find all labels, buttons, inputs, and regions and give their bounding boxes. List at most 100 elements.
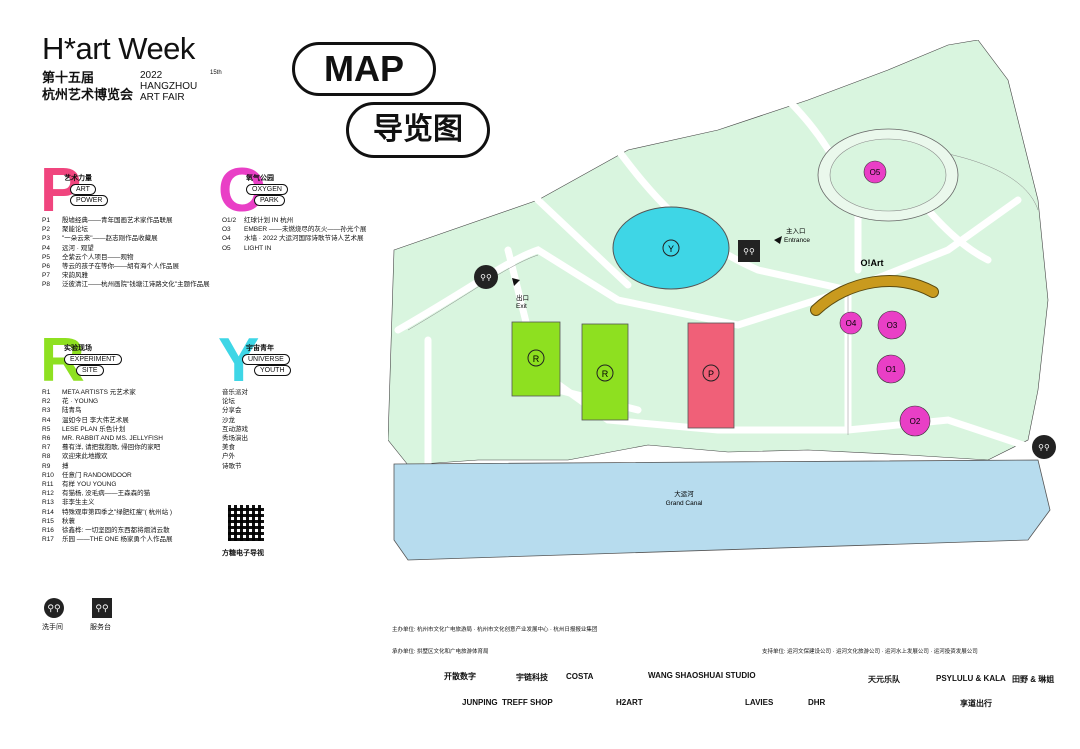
zone-o-item-code: O4 xyxy=(222,235,231,243)
zone-r-item-text: 陆青鸟 xyxy=(62,407,82,415)
zone-y-item: 沙龙 xyxy=(222,416,248,425)
zone-r-item-code: R5 xyxy=(42,425,51,433)
zone-r-item: R6 MR. RABBIT AND MS. JELLYFISH xyxy=(42,434,173,443)
zone-r-item-text: 温如今日 李大伟艺术展 xyxy=(62,416,129,424)
sponsor-logo: 田野 & 琳姐 xyxy=(1012,675,1055,684)
p-zone-label: P xyxy=(708,369,714,379)
zone-r-item: R9 搏 xyxy=(42,462,173,471)
qr-label: 方糖电子导视 xyxy=(222,550,264,557)
zone-p-item-text: "一朵云来"——赵志刚作品收藏展 xyxy=(62,235,158,243)
credits-support: 支持单位: 运河文保建设公司 · 运河文化旅游公司 · 运河水上发展公司 · 运… xyxy=(762,649,978,655)
r-zone-1-label: R xyxy=(533,354,540,364)
zone-y-item: 互动游戏 xyxy=(222,425,248,434)
zone-r-item-code: R13 xyxy=(42,499,54,507)
zone-y-list: 音乐派对论坛分享会沙龙互动游戏秀场演出美食户外诗歌节 xyxy=(222,388,248,471)
brand-en-line2: ART FAIR xyxy=(140,92,185,103)
zone-o-tag-cn: 氧气公园 xyxy=(246,175,274,182)
r-zone-1 xyxy=(511,321,561,397)
brand-en: 2022 HANGZHOU ART FAIR xyxy=(140,70,197,103)
zone-r-item-text: MR. RABBIT AND MS. JELLYFISH xyxy=(62,435,163,443)
zone-o-item-code: O1/2 xyxy=(222,217,237,224)
sponsor-logo: LAVIES xyxy=(745,698,774,707)
zone-y-item: 秀场演出 xyxy=(222,434,248,443)
zone-r-tag-en2: SITE xyxy=(76,365,104,376)
zone-p-tag-en1: ART xyxy=(70,184,96,195)
credits-organizer: 承办单位: 拱墅区文化和广电旅游体育局 xyxy=(392,649,489,655)
zone-r-item-text: 秋蓑 xyxy=(62,517,75,525)
zone-y-item-text: 秀场演出 xyxy=(222,435,248,443)
exit-label-cn: 出口 xyxy=(516,293,529,302)
zone-r-item-code: R11 xyxy=(42,481,54,489)
zone-p-item-code: P2 xyxy=(42,226,50,234)
map-restroom-icon-1 xyxy=(474,265,498,289)
zone-r-item-text: 有样 YOU YOUNG xyxy=(62,481,117,489)
park-map: Y R R P O!Art O5 O4 O3 O1 O2 主入口 Entranc… xyxy=(388,40,1056,561)
lake-y-marker xyxy=(662,239,680,257)
map-title-en: MAP xyxy=(292,42,436,96)
zone-p-item: P3"一朵云来"——赵志刚作品收藏展 xyxy=(42,234,210,243)
brand-cn-line2: 杭州艺术博览会 xyxy=(42,87,134,102)
service-desk-label: 服务台 xyxy=(90,624,111,631)
o4-label: O4 xyxy=(846,319,857,328)
zone-r-item-text: 有猫杨, 没毛病——王森森的猫 xyxy=(62,490,151,498)
zone-y-item-text: 户外 xyxy=(222,453,235,461)
zone-y-item-text: 论坛 xyxy=(222,398,235,406)
sponsor-logo: JUNPING xyxy=(462,698,498,707)
zone-y-item-text: 诗歌节 xyxy=(222,462,242,470)
zone-r-item-code: R10 xyxy=(42,471,54,479)
zone-y-item-text: 互动游戏 xyxy=(222,425,248,433)
zone-y-item-text: 分享会 xyxy=(222,407,242,415)
zone-p-item-code: P6 xyxy=(42,263,50,271)
o3-zone xyxy=(877,310,907,340)
zone-r-tag-en1: EXPERIMENT xyxy=(64,354,122,365)
zone-p-item-code: P8 xyxy=(42,281,50,289)
sponsor-logo: 享道出行 xyxy=(960,699,992,708)
sponsor-logo: 开散数字 xyxy=(444,672,476,681)
zone-r-item-text: 花 · YOUNG xyxy=(62,398,99,406)
zone-y-item-text: 美食 xyxy=(222,444,235,452)
zone-r-item-code: R9 xyxy=(42,462,51,470)
sponsor-logo: PSYLULU & KALA xyxy=(936,674,1006,683)
zone-r-item-text: LESE PLAN 乐色计划 xyxy=(62,425,126,433)
lake-y xyxy=(612,206,730,290)
zone-p-item-code: P7 xyxy=(42,272,50,280)
zone-r-item-code: R6 xyxy=(42,435,51,443)
zone-y-item: 诗歌节 xyxy=(222,462,248,471)
zone-r-item-code: R15 xyxy=(42,517,54,525)
sponsor-logo: DHR xyxy=(808,698,826,707)
zone-o-item-text: LIGHT IN xyxy=(244,244,272,252)
zone-p-item-text: 聚能论坛 xyxy=(62,226,88,234)
sponsor-logo: TREFF SHOP xyxy=(502,698,553,707)
zone-r-item: R5 LESE PLAN 乐色计划 xyxy=(42,425,173,434)
zone-p-item-code: P5 xyxy=(42,253,50,261)
sponsor-logo: 天元乐队 xyxy=(868,675,900,684)
zone-p-tag-en2: POWER xyxy=(70,195,109,206)
zone-r-item-text: 非李生主义 xyxy=(62,499,95,507)
zone-o-tag-en1: OXYGEN xyxy=(246,184,288,195)
sponsor-logo: WANG SHAOSHUAI STUDIO xyxy=(648,671,756,680)
zone-p-item-code: P1 xyxy=(42,217,50,224)
qr-code[interactable] xyxy=(228,505,264,541)
zone-r-item-text: 搏 xyxy=(62,462,69,470)
entrance-label-en: Entrance xyxy=(784,237,810,244)
zone-r-item-code: R14 xyxy=(42,508,54,516)
zone-r-item-code: R17 xyxy=(42,536,54,544)
map-restroom-icon-2 xyxy=(1032,435,1056,459)
zone-r-item-code: R1 xyxy=(42,389,51,396)
